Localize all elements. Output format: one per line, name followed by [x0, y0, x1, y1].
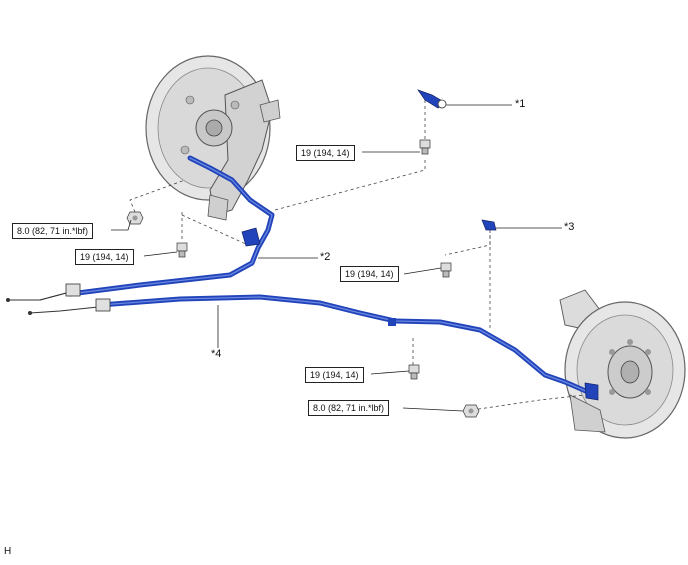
- cable-end-fittings: [6, 283, 396, 326]
- solid-leaders: [111, 104, 562, 412]
- torque-spec-5: 19 (194, 14): [305, 367, 364, 383]
- nut-icon: [462, 404, 480, 418]
- torque-spec-6: 8.0 (82, 71 in.*lbf): [308, 400, 390, 416]
- bolt-icon: [419, 139, 431, 155]
- torque-spec-1: 19 (194, 14): [296, 145, 355, 161]
- callout-4: *4: [211, 348, 222, 360]
- rear-disc-assembly: [559, 289, 686, 439]
- torque-spec-4: 19 (194, 14): [340, 266, 399, 282]
- cable-assemblies: [7, 155, 591, 395]
- callout-1: *1: [515, 98, 526, 110]
- bolt-icon: [176, 242, 188, 258]
- front-knuckle-assembly: [145, 55, 281, 221]
- corner-label: H: [4, 546, 12, 557]
- torque-spec-2: 8.0 (82, 71 in.*lbf): [12, 223, 94, 239]
- callout-3: *3: [564, 221, 575, 233]
- bolt-icon: [440, 262, 452, 278]
- bracket-parts: [241, 89, 599, 401]
- dashed-leaders: [129, 100, 586, 411]
- torque-spec-3: 19 (194, 14): [75, 249, 134, 265]
- nut-icon: [126, 211, 144, 225]
- callout-2: *2: [320, 251, 331, 263]
- bolt-icon: [408, 364, 420, 380]
